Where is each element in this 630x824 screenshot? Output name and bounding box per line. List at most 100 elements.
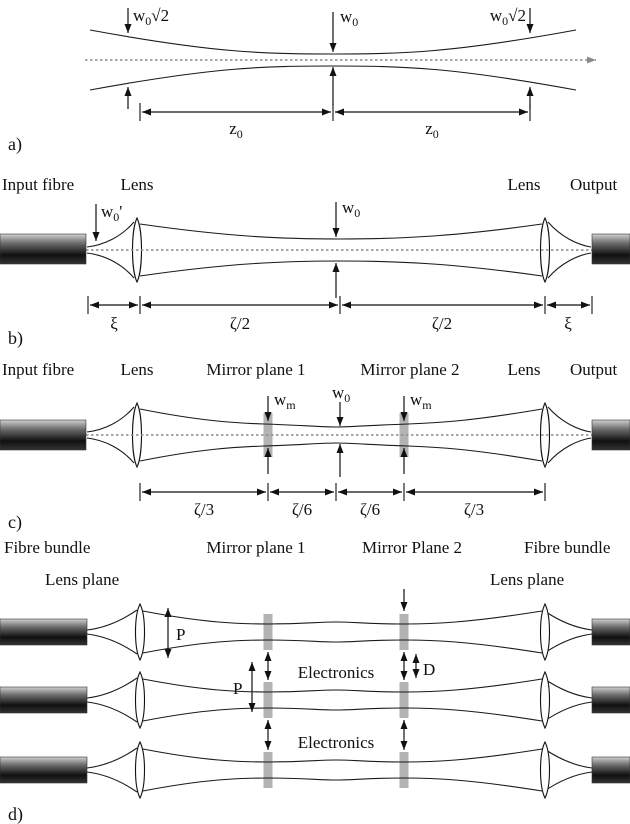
beam-envelope-bottom: [142, 707, 543, 722]
input-fibre-label: Input fibre: [2, 175, 74, 194]
input-fibre: [0, 419, 87, 451]
mirror-plane-segment: [263, 614, 273, 650]
lens-plane-label: Lens plane: [490, 570, 564, 589]
mirror-plane-segment: [399, 752, 409, 788]
lens-label: Lens: [507, 360, 540, 379]
pitch-label: P: [233, 679, 242, 698]
fibre-cone: [86, 437, 135, 464]
beam-envelope-top: [142, 748, 543, 763]
fibre: [0, 618, 88, 646]
fibre-cone: [86, 609, 138, 631]
fibre-cone: [86, 677, 138, 699]
mirror-plane-2: [399, 413, 409, 457]
center-waist-label: w0: [332, 383, 350, 405]
lens-label: Lens: [120, 175, 153, 194]
fibre-cone: [542, 771, 593, 793]
output-fibre: [591, 419, 630, 451]
beam-envelope-bottom: [142, 639, 543, 654]
lens: [539, 740, 551, 800]
distance-label: ζ/2: [230, 314, 250, 333]
beam-envelope-top: [142, 678, 543, 693]
beam-envelope-top: [139, 223, 543, 240]
fibre-cone: [547, 437, 592, 464]
panel-tag: d): [8, 804, 23, 824]
fibre-cone: [86, 771, 138, 793]
mirror-plane-2-label: Mirror plane 2: [360, 360, 459, 379]
fibre: [0, 686, 88, 714]
distance-label: ζ/2: [432, 314, 452, 333]
lens: [540, 401, 550, 469]
mirror-plane-segment: [399, 682, 409, 718]
fibre-waist-label: w0': [101, 202, 122, 224]
beam-envelope-top: [139, 408, 543, 428]
beam-envelope-bottom: [139, 260, 543, 277]
distance-label: z0: [425, 119, 439, 141]
panel-b: Input fibre Lens Lens Output w0' w0 ξ ζ/…: [0, 175, 630, 349]
mirror-plane-segment: [263, 752, 273, 788]
panel-tag: a): [8, 134, 22, 155]
output-fibre: [591, 233, 630, 265]
beam-envelope-top: [142, 610, 543, 625]
lens: [134, 740, 146, 800]
electronics-label: Electronics: [298, 733, 374, 752]
distance-label: ζ/3: [464, 500, 484, 519]
beam-envelope-bottom: [89, 65, 577, 91]
mirror-plane-1-label: Mirror plane 1: [206, 360, 305, 379]
output-label: Output: [570, 175, 618, 194]
fibre-cone: [542, 701, 593, 723]
beam-width-label: w0√2: [490, 6, 526, 28]
mirror-plane-segment: [399, 614, 409, 650]
lens: [134, 602, 146, 662]
lens-label: Lens: [120, 360, 153, 379]
lens: [539, 602, 551, 662]
lens-plane-label: Lens plane: [45, 570, 119, 589]
fibre-cone: [542, 609, 593, 631]
fibre-cone: [547, 252, 592, 279]
fibre-cone: [542, 747, 593, 769]
panel-c: Input fibre Lens Mirror plane 1 Mirror p…: [0, 360, 630, 533]
fibre: [591, 756, 630, 784]
distance-label: z0: [229, 119, 243, 141]
mirror-waist-label: wm: [410, 390, 432, 412]
panel-a: w0√2 w0 w0√2 z0 z0 a): [8, 6, 596, 155]
mirror-waist-label: wm: [274, 390, 296, 412]
lens: [134, 670, 146, 730]
distance-label: ζ/6: [360, 500, 380, 519]
beam-envelope-bottom: [139, 442, 543, 462]
beam-envelope-top: [89, 29, 577, 55]
panel-tag: b): [8, 328, 23, 349]
fibre: [0, 756, 88, 784]
beam-width-label: w0: [340, 7, 358, 29]
mirror-plane-segment: [263, 682, 273, 718]
beam-envelope-bottom: [142, 777, 543, 792]
electronics-label: Electronics: [298, 663, 374, 682]
output-label: Output: [570, 360, 618, 379]
distance-label: ξ: [564, 314, 572, 333]
fibre: [591, 618, 630, 646]
distance-label: ζ/3: [194, 500, 214, 519]
lens: [540, 216, 550, 284]
fibre-cone: [547, 221, 592, 248]
fibre-cone: [86, 252, 135, 279]
fibre-cone: [86, 747, 138, 769]
fibre-cone: [542, 633, 593, 655]
detector-label: D: [423, 660, 435, 679]
fibre-cone: [86, 406, 135, 433]
fibre: [591, 686, 630, 714]
input-fibre-label: Input fibre: [2, 360, 74, 379]
fibre-cone: [86, 633, 138, 655]
distance-label: ζ/6: [292, 500, 312, 519]
pitch-label: P: [176, 625, 185, 644]
fibre-cone: [542, 677, 593, 699]
lens: [539, 670, 551, 730]
beam-width-label: w0√2: [133, 6, 169, 28]
distance-label: ξ: [110, 314, 118, 333]
mirror-plane-1-label: Mirror plane 1: [206, 538, 305, 557]
fibre-bundle-label: Fibre bundle: [4, 538, 90, 557]
fibre-cone: [86, 701, 138, 723]
input-fibre: [0, 233, 87, 265]
fibre-cone: [86, 221, 135, 248]
lens-label: Lens: [507, 175, 540, 194]
panel-d: Fibre bundle Mirror plane 1 Mirror Plane…: [0, 538, 630, 824]
